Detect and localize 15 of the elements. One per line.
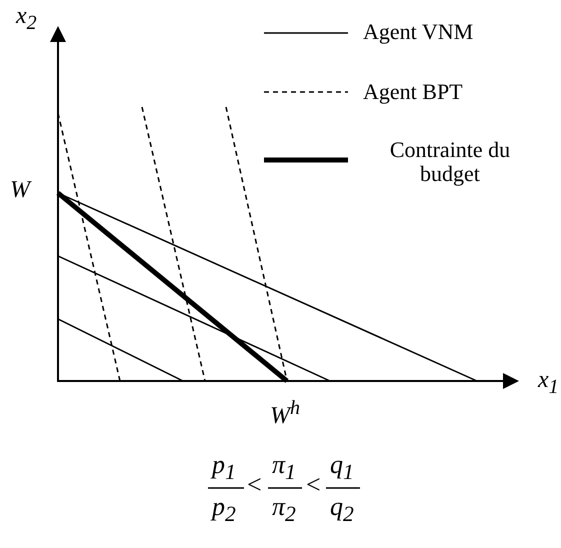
- legend-label: Agent BPT: [363, 80, 463, 104]
- formula-sign: <: [306, 472, 321, 498]
- axis-tick-label: W: [10, 178, 30, 202]
- formula-term: q$_{1}$: [330, 452, 354, 484]
- axis-label: x$_{1}$: [538, 368, 559, 397]
- legend-label: Agent VNM: [363, 20, 474, 44]
- formula-term: π$_{2}$: [272, 494, 296, 526]
- formula-sign: <: [247, 472, 262, 498]
- legend-label: Contrainte du budget: [388, 138, 512, 186]
- formula-term: p$_{2}$: [212, 494, 236, 526]
- axis-label: x$_{2}$: [16, 4, 37, 33]
- formula-term: π$_{1}$: [272, 452, 296, 484]
- formula-term: p$_{1}$: [212, 452, 236, 484]
- axis-tick-label: W$^{h}$: [270, 398, 300, 428]
- formula-term: q$_{2}$: [330, 494, 354, 526]
